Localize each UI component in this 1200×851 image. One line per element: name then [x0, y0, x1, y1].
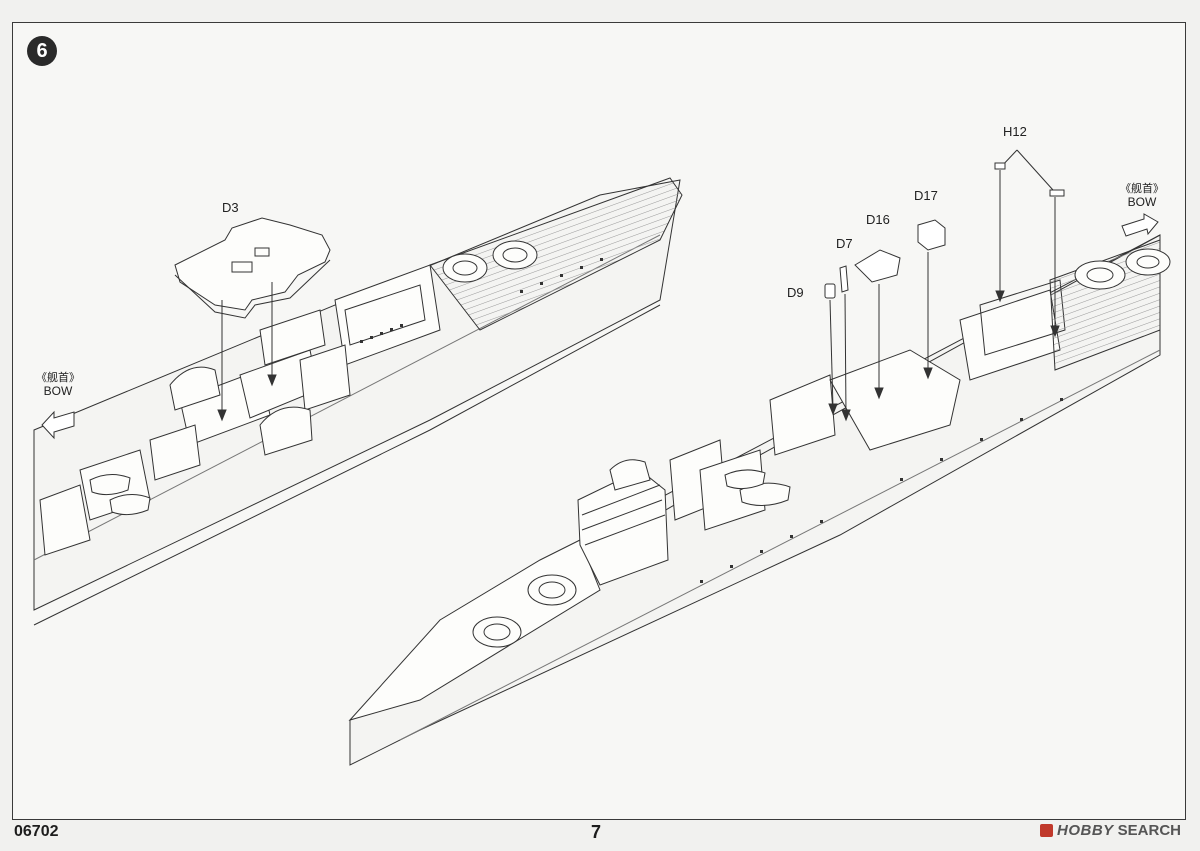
label-d16: D16 [866, 212, 890, 227]
part-h12 [994, 149, 1065, 338]
part-d17 [917, 219, 946, 380]
label-d17: D17 [914, 188, 938, 203]
page-number: 7 [591, 822, 602, 842]
bow-arrow-right [1121, 213, 1159, 237]
bow-label-right: 《舰首》 BOW [1120, 183, 1164, 209]
bow-label-left-cn: 《舰首》 [36, 372, 80, 384]
product-code: 06702 [14, 823, 59, 840]
part-d9 [824, 283, 838, 416]
bow-label-left: 《舰首》 BOW [36, 372, 80, 398]
ship-right [348, 234, 1171, 766]
hobby-search-logo-icon [1040, 824, 1053, 837]
ship-left [33, 177, 683, 626]
watermark: HOBBY SEARCH [1040, 822, 1181, 839]
bow-label-right-en: BOW [1127, 195, 1157, 209]
bow-arrow-left [41, 410, 75, 440]
part-d7 [839, 265, 851, 422]
watermark-suffix: SEARCH [1117, 822, 1182, 839]
part-d16 [854, 249, 901, 400]
bow-label-left-en: BOW [43, 384, 73, 398]
label-h12: H12 [1003, 124, 1027, 139]
bow-label-right-cn: 《舰首》 [1120, 183, 1164, 195]
label-d3: D3 [222, 200, 239, 215]
label-d9: D9 [787, 285, 804, 300]
part-d3-platform [174, 217, 331, 422]
watermark-brand: HOBBY [1057, 822, 1114, 839]
label-d7: D7 [836, 236, 853, 251]
step-number-badge: 6 [27, 36, 57, 66]
